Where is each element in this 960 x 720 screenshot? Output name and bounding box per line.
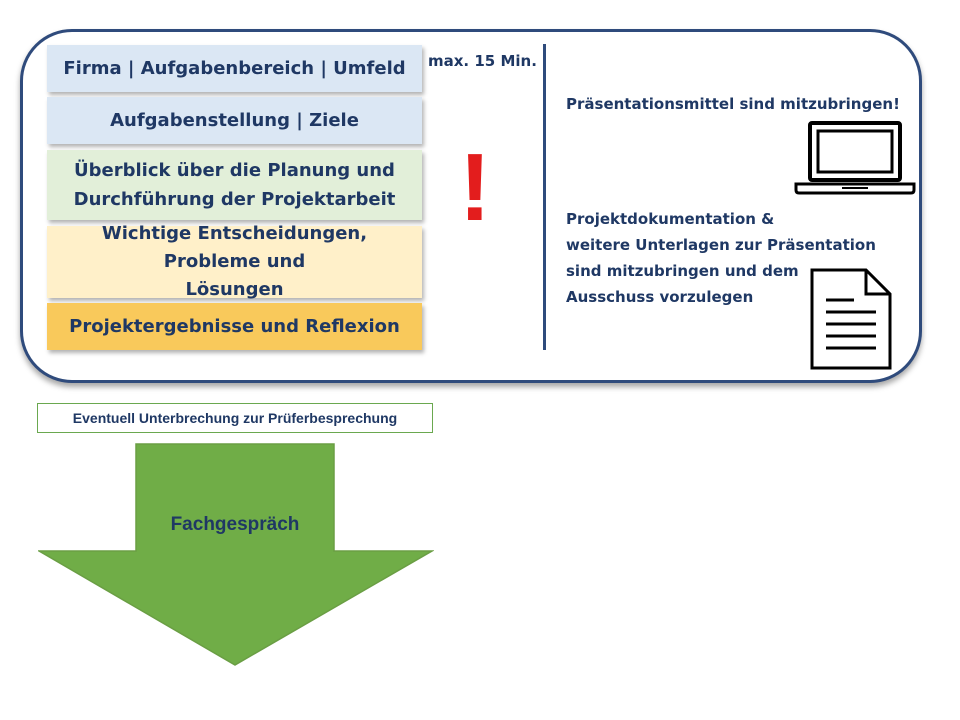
- next-step-label: Fachgespräch: [170, 514, 300, 535]
- section-planning-overview-label: Überblick über die Planung und Durchführ…: [74, 156, 396, 214]
- documentation-note-line-4: Ausschuss vorzulegen: [566, 288, 754, 306]
- section-results-reflection: Projektergebnisse und Reflexion: [47, 303, 422, 350]
- time-limit-label: max. 15 Min.: [428, 52, 537, 70]
- section-task-goals: Aufgabenstellung | Ziele: [47, 97, 422, 144]
- section-decisions-problems-label: Wichtige Entscheidungen, Probleme und Lö…: [102, 220, 367, 304]
- section-planning-overview: Überblick über die Planung und Durchführ…: [47, 150, 422, 220]
- exclamation-mark: !: [459, 134, 491, 241]
- vertical-divider: [543, 44, 546, 350]
- interruption-box: Eventuell Unterbrechung zur Prüferbespre…: [37, 403, 433, 433]
- interruption-label: Eventuell Unterbrechung zur Prüferbespre…: [72, 410, 398, 426]
- section-task-goals-label: Aufgabenstellung | Ziele: [110, 110, 359, 131]
- section-decisions-line-2: Probleme und: [163, 251, 306, 272]
- down-arrow: [38, 443, 434, 666]
- section-company-context-label: Firma | Aufgabenbereich | Umfeld: [63, 58, 406, 79]
- section-results-reflection-label: Projektergebnisse und Reflexion: [69, 316, 400, 337]
- documentation-note: Projektdokumentation & weitere Unterlage…: [566, 206, 876, 310]
- section-decisions-line-3: Lösungen: [185, 279, 284, 300]
- section-planning-line-1: Überblick über die Planung und: [74, 160, 395, 181]
- laptop-icon: [794, 121, 916, 195]
- documentation-note-line-1: Projektdokumentation &: [566, 210, 775, 228]
- section-planning-line-2: Durchführung der Projektarbeit: [73, 189, 396, 210]
- document-icon: [810, 268, 892, 370]
- section-decisions-problems: Wichtige Entscheidungen, Probleme und Lö…: [47, 223, 422, 300]
- media-note: Präsentationsmittel sind mitzubringen!: [566, 95, 900, 113]
- documentation-note-line-3: sind mitzubringen und dem: [566, 262, 799, 280]
- documentation-note-line-2: weitere Unterlagen zur Präsentation: [566, 236, 876, 254]
- section-company-context: Firma | Aufgabenbereich | Umfeld: [47, 45, 422, 92]
- section-decisions-line-1: Wichtige Entscheidungen,: [101, 223, 368, 244]
